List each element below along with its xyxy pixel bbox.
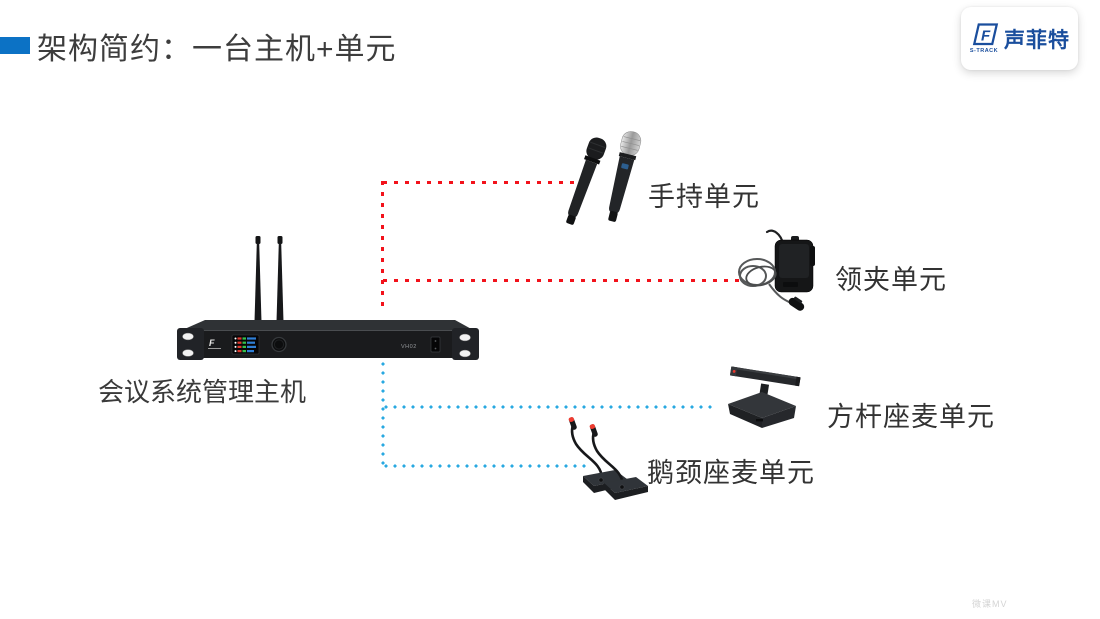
square-bar-mic-image (728, 366, 801, 428)
connector-blue-vertical (381, 362, 385, 468)
host-panel-logo: F (209, 338, 215, 348)
watermark: 微课MV (972, 599, 1008, 609)
connector-red-to-lavalier (383, 279, 739, 282)
host-device-image: F VH02 (177, 236, 479, 360)
brand-logo: F S-TRACK 声菲特 (961, 7, 1078, 70)
connector-blue-to-square-bar (384, 405, 716, 409)
title-accent-bullet (0, 37, 30, 54)
connector-red-to-handheld (383, 181, 577, 184)
lavalier-unit-label: 领夹单元 (835, 265, 947, 295)
handheld-mic-image (566, 131, 642, 225)
gooseneck-unit-label: 鹅颈座麦单元 (647, 458, 815, 488)
svg-text:F: F (981, 28, 991, 45)
gooseneck-mic-image (568, 417, 648, 500)
square-bar-unit-label: 方杆座麦单元 (827, 402, 995, 432)
slide-title: 架构简约：一台主机+单元 (37, 33, 397, 66)
brand-tagline: S-TRACK (969, 48, 999, 55)
host-model-text: VH02 (401, 344, 417, 350)
host-power-switch (430, 336, 441, 353)
brand-name: 声菲特 (1004, 28, 1070, 52)
lavalier-mic-image (738, 229, 815, 311)
handheld-unit-label: 手持单元 (648, 182, 760, 212)
s-track-logo-icon: F (972, 23, 999, 46)
brand-logo-mark: F S-TRACK (969, 22, 999, 55)
host-label: 会议系统管理主机 (98, 377, 307, 407)
connector-red-vertical (381, 181, 384, 311)
connector-blue-to-gooseneck (384, 464, 590, 468)
